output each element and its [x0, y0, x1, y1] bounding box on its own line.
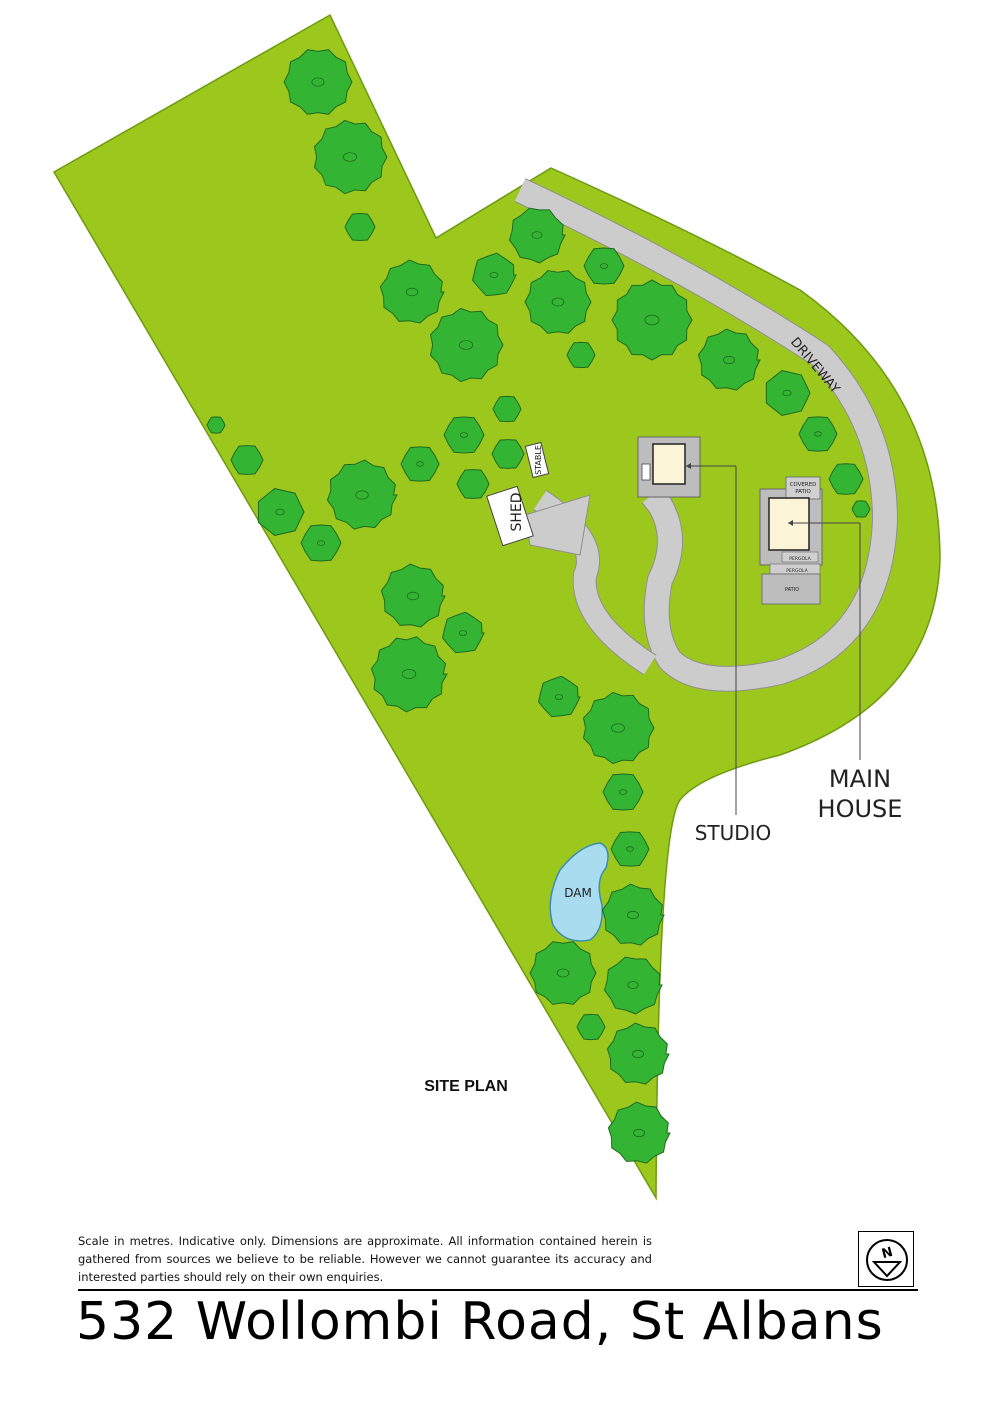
tree-trunk-mark — [632, 1049, 645, 1059]
tree-canopy — [429, 307, 504, 383]
tree-trunk-mark — [311, 77, 325, 87]
tree-trunk-mark — [627, 981, 639, 989]
tree-canopy — [508, 207, 566, 264]
tree-canopy — [583, 247, 625, 285]
tree-trunk-mark — [611, 723, 625, 733]
covered-patio — [785, 476, 821, 500]
trees-group — [206, 49, 871, 1164]
tree-canopy — [472, 252, 517, 297]
tree-canopy — [798, 416, 838, 452]
tree-trunk-mark — [406, 591, 420, 601]
tree-canopy — [606, 1022, 670, 1085]
tree-trunk-mark — [723, 355, 736, 365]
tree-canopy — [230, 445, 264, 475]
tree-trunk-mark — [600, 263, 609, 269]
tree-canopy — [566, 341, 596, 369]
tree-canopy — [610, 831, 650, 867]
tree-trunk-mark — [489, 271, 499, 278]
patio-label: PATIO — [785, 587, 799, 593]
property-address: 532 Wollombi Road, St Albans — [76, 1292, 884, 1352]
tree-canopy — [576, 1013, 606, 1041]
tree-trunk-mark — [644, 314, 660, 326]
tree-canopy — [492, 395, 522, 423]
tree-canopy — [851, 500, 871, 518]
tree-canopy — [607, 1101, 671, 1164]
tree-trunk-mark — [401, 669, 417, 680]
tree-canopy — [283, 49, 353, 115]
tree-canopy — [370, 636, 448, 713]
tree-canopy — [765, 370, 811, 416]
tree-canopy — [828, 463, 864, 495]
dam-pond — [549, 842, 609, 942]
tree-canopy — [524, 270, 592, 334]
tree-canopy — [442, 611, 485, 654]
tree-canopy — [300, 524, 342, 562]
covered-patio-label-1: COVERED — [790, 482, 817, 488]
tree-trunk-mark — [627, 910, 640, 920]
tree-canopy — [697, 328, 761, 391]
lawn-area — [52, 13, 941, 1201]
tree-trunk-mark — [814, 431, 822, 437]
tree-canopy — [529, 941, 597, 1005]
pergola-label-2: PERGOLA — [786, 568, 808, 574]
studio-label: STUDIO — [695, 821, 772, 845]
patio-area — [761, 573, 821, 605]
main-house-label-2: HOUSE — [818, 795, 903, 823]
north-letter: N — [880, 1245, 894, 1262]
tree-canopy — [491, 439, 525, 469]
tree-trunk-mark — [416, 461, 424, 467]
shed-building — [486, 485, 534, 547]
tree-canopy — [443, 416, 485, 454]
pergola-label-1: PERGOLA — [789, 556, 811, 562]
tree-canopy — [400, 446, 440, 482]
tree-canopy — [456, 469, 490, 499]
tree-trunk-mark — [551, 297, 565, 307]
tree-canopy — [326, 459, 398, 530]
stable-label: STABLE — [534, 445, 543, 475]
north-arrow-icon: N — [866, 1239, 908, 1281]
tree-canopy — [380, 563, 446, 628]
site-plan-title: SITE PLAN — [424, 1078, 508, 1095]
tree-canopy — [603, 956, 663, 1015]
tree-trunk-mark — [782, 389, 792, 397]
tree-canopy — [257, 488, 305, 536]
tree-canopy — [313, 119, 388, 195]
stable-building — [524, 441, 550, 479]
covered-patio-label-2: PATIO — [795, 489, 811, 495]
shed-label: SHED — [509, 492, 525, 531]
title-rule — [78, 1289, 918, 1291]
tree-canopy — [538, 675, 581, 718]
disclaimer-text: Scale in metres. Indicative only. Dimens… — [78, 1234, 652, 1284]
tree-canopy — [344, 212, 376, 242]
tree-canopy — [601, 883, 665, 946]
tree-trunk-mark — [458, 630, 468, 636]
north-arrow: N — [858, 1231, 914, 1287]
tree-trunk-mark — [355, 490, 369, 500]
studio-building — [652, 443, 686, 485]
tree-trunk-mark — [459, 432, 468, 438]
tree-canopy — [611, 279, 693, 361]
tree-trunk-mark — [458, 340, 474, 350]
tree-canopy — [582, 691, 655, 765]
dam-label: DAM — [564, 886, 592, 900]
tree-canopy — [206, 416, 226, 434]
tree-trunk-mark — [626, 846, 634, 852]
tree-canopy — [602, 773, 644, 811]
tree-trunk-mark — [556, 968, 570, 978]
tree-trunk-mark — [633, 1128, 646, 1138]
tree-trunk-mark — [275, 508, 285, 516]
tree-trunk-mark — [316, 540, 325, 546]
main-house-building — [768, 497, 810, 551]
tree-trunk-mark — [554, 694, 564, 700]
tree-trunk-mark — [342, 152, 358, 162]
tree-trunk-mark — [619, 789, 628, 795]
main-house-label-1: MAIN — [829, 765, 891, 793]
tree-canopy — [379, 259, 445, 324]
tree-trunk-mark — [405, 287, 419, 297]
tree-trunk-mark — [531, 231, 543, 239]
